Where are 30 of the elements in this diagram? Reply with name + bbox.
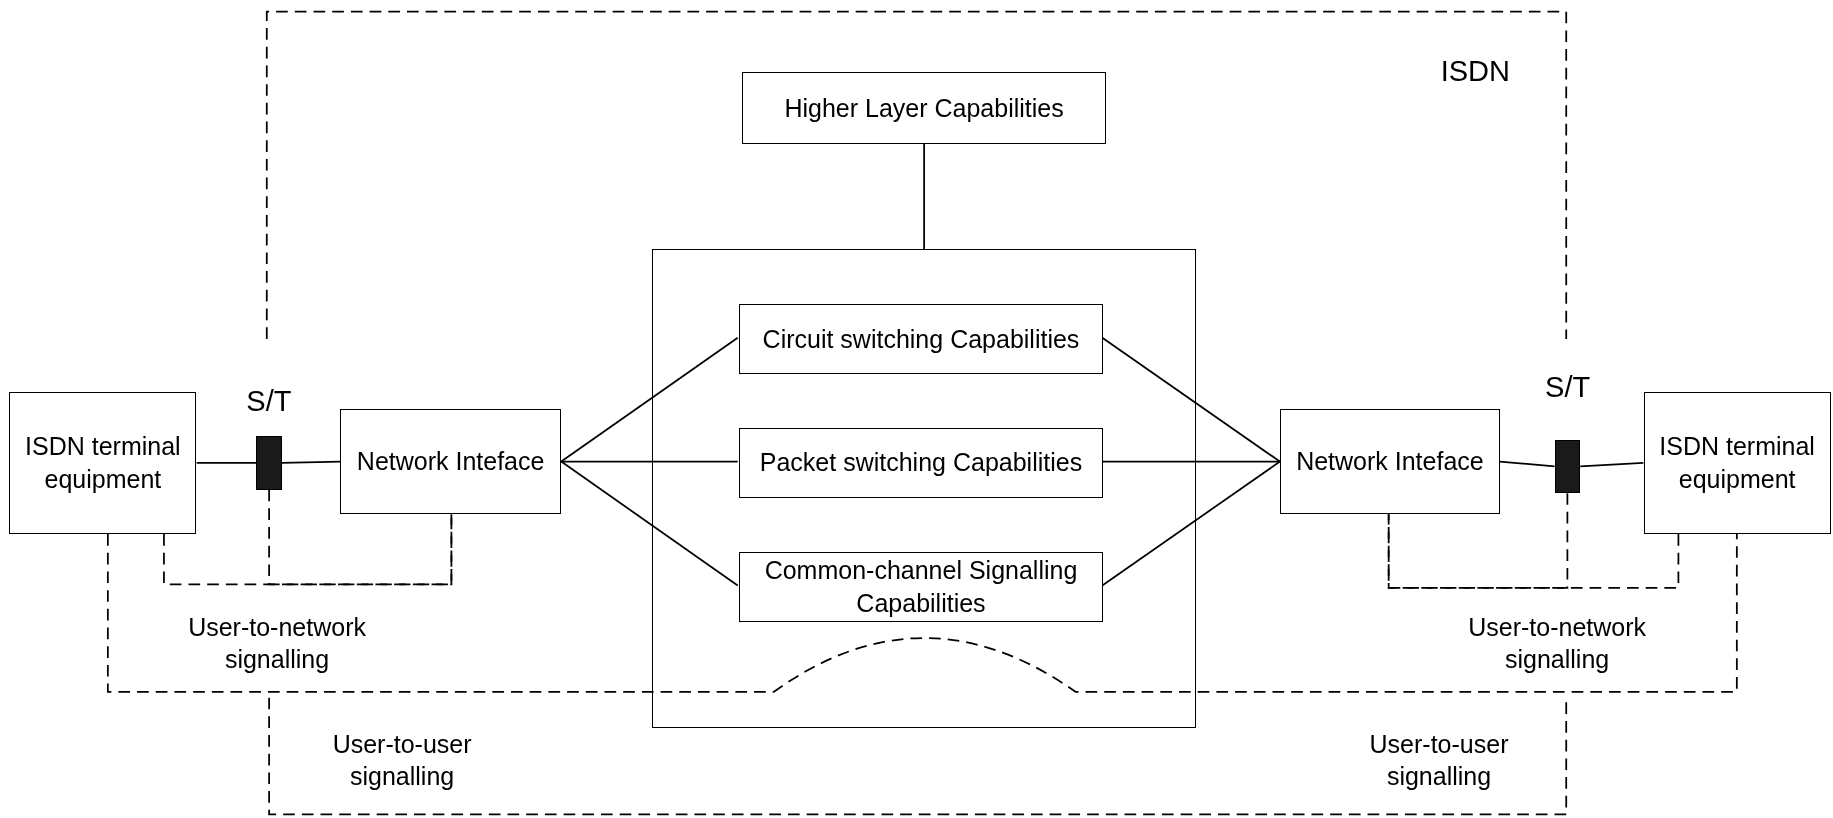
connector-line (560, 336, 739, 463)
connector-line (1498, 460, 1556, 468)
signalling-label: User-to-user signalling (331, 728, 473, 792)
connector-line (281, 460, 342, 464)
edge-label: User-to-network signalling (187, 611, 367, 675)
signalling-line (1387, 492, 1569, 589)
signalling-line (268, 488, 453, 586)
edge-label: User-to-network signalling (1467, 611, 1647, 675)
signalling-label: User-to-user signalling (1368, 728, 1510, 792)
switching-system-box (652, 249, 1196, 729)
connector-line (560, 460, 739, 587)
connector-line (1101, 336, 1281, 463)
interface-box: Network Inteface (1280, 409, 1500, 515)
process-box: Packet switching Capabilities (738, 427, 1104, 498)
process-box: Higher Layer Capabilities (742, 72, 1106, 144)
interface-box: Network Inteface (340, 409, 562, 515)
connector-line (195, 461, 258, 464)
signalling-line (106, 533, 1738, 693)
process-box: Common-channel Signalling Capabilities (738, 551, 1104, 622)
connector-line (923, 142, 925, 250)
connector-line (1101, 460, 1281, 587)
connector-line (560, 460, 739, 463)
process-box: Circuit switching Capabilities (738, 303, 1104, 374)
reference-point-label: S/T (246, 385, 292, 418)
network-label: ISDN (1439, 54, 1511, 90)
terminal-box: ISDN terminal equipment (9, 391, 197, 535)
terminal-box: ISDN terminal equipment (1643, 391, 1831, 535)
connector-line (1579, 461, 1645, 468)
reference-point-label: S/T (1545, 371, 1591, 404)
connector-line (1101, 460, 1281, 463)
